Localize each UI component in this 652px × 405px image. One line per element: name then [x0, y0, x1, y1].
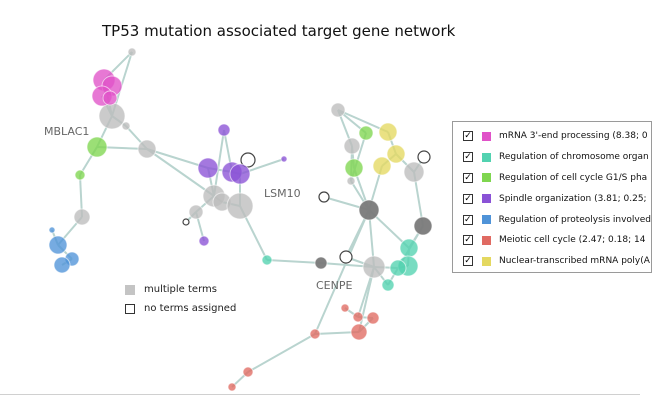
gene-node[interactable] — [413, 216, 433, 236]
term-checkbox[interactable]: ✓ — [463, 193, 473, 204]
term-label: Meiotic cell cycle (2.47; 0.18; 14 — [499, 235, 646, 246]
term-color-swatch — [482, 235, 491, 245]
term-label: Spindle organization (3.81; 0.25; — [499, 193, 647, 204]
gene-node[interactable] — [73, 208, 91, 226]
gene-node[interactable] — [137, 139, 157, 159]
gene-node[interactable] — [74, 169, 86, 181]
gene-node[interactable] — [198, 235, 210, 247]
gene-node[interactable] — [330, 102, 346, 118]
gene-node[interactable] — [381, 278, 395, 292]
gene-label-mblac1: MBLAC1 — [44, 125, 89, 138]
gene-node[interactable] — [403, 161, 425, 183]
gene-node[interactable] — [217, 123, 231, 137]
term-checkbox[interactable]: ✓ — [463, 235, 473, 246]
node-type-legend: multiple terms no terms assigned — [125, 280, 236, 318]
unassigned-gene-node[interactable] — [339, 250, 353, 264]
gene-node[interactable] — [98, 102, 126, 130]
term-checkbox[interactable]: ✓ — [463, 172, 473, 183]
bottom-divider — [0, 394, 640, 395]
gene-node[interactable] — [121, 121, 131, 131]
term-row[interactable]: ✓ mRNA 3'-end processing (8.38; 0 — [453, 126, 651, 147]
gene-node[interactable] — [280, 155, 288, 163]
term-row[interactable]: ✓ Regulation of chromosome organ — [453, 147, 651, 168]
term-color-swatch — [481, 215, 491, 225]
term-row[interactable]: ✓ Regulation of cell cycle G1/S pha — [453, 168, 651, 189]
term-row[interactable]: ✓ Regulation of proteolysis involved — [453, 209, 651, 230]
gene-label-cenpe: CENPE — [316, 279, 352, 292]
gene-node[interactable] — [346, 176, 356, 186]
gene-node[interactable] — [399, 238, 419, 258]
gene-node[interactable] — [352, 311, 364, 323]
gene-node[interactable] — [229, 163, 251, 185]
gene-node[interactable] — [197, 157, 219, 179]
term-checkbox[interactable]: ✓ — [463, 214, 473, 225]
gene-node[interactable] — [309, 328, 321, 340]
term-row[interactable]: ✓ Spindle organization (3.81; 0.25; — [453, 188, 651, 209]
term-label: mRNA 3'-end processing (8.38; 0 — [499, 131, 648, 142]
gene-node[interactable] — [314, 256, 328, 270]
term-color-swatch — [482, 152, 491, 162]
gene-node[interactable] — [362, 255, 386, 279]
unassigned-gene-node[interactable] — [417, 150, 431, 164]
unassigned-gene-node[interactable] — [318, 191, 330, 203]
gene-node[interactable] — [389, 259, 407, 277]
gene-node[interactable] — [366, 311, 380, 325]
term-label: Regulation of cell cycle G1/S pha — [499, 172, 648, 183]
gene-node[interactable] — [127, 47, 137, 57]
network-title: TP53 mutation associated target gene net… — [102, 22, 456, 40]
gene-node[interactable] — [358, 199, 380, 221]
gene-node[interactable] — [344, 158, 364, 178]
unassigned-gene-node[interactable] — [240, 152, 256, 168]
term-row[interactable]: ✓ Meiotic cell cycle (2.47; 0.18; 14 — [453, 230, 651, 251]
gene-node[interactable] — [350, 323, 368, 341]
unassigned-gene-node[interactable] — [182, 218, 190, 226]
gene-node[interactable] — [242, 366, 254, 378]
legend-no-terms: no terms assigned — [125, 299, 236, 318]
term-color-swatch — [482, 173, 491, 183]
gene-label-lsm10: LSM10 — [264, 187, 301, 200]
term-label: Regulation of chromosome organ — [499, 152, 649, 163]
gene-node[interactable] — [53, 256, 71, 274]
gene-node[interactable] — [48, 226, 56, 234]
gene-node[interactable] — [340, 303, 350, 313]
term-color-swatch — [482, 131, 491, 141]
node-layer[interactable] — [48, 47, 433, 392]
network-edge — [314, 209, 370, 335]
gene-node[interactable] — [386, 144, 406, 164]
term-color-swatch — [482, 256, 491, 266]
term-checkbox[interactable]: ✓ — [463, 152, 473, 163]
network-edge — [266, 259, 322, 264]
gene-node[interactable] — [343, 137, 361, 155]
gene-node[interactable] — [188, 204, 204, 220]
gene-node[interactable] — [358, 125, 374, 141]
multiple-terms-swatch — [125, 284, 135, 295]
term-label: Regulation of proteolysis involved — [498, 214, 651, 225]
legend-multiple-terms: multiple terms — [125, 280, 236, 299]
network-edge — [146, 148, 209, 169]
term-label: Nuclear-transcribed mRNA poly(A — [499, 256, 650, 267]
gene-node[interactable] — [48, 235, 68, 255]
no-terms-label: no terms assigned — [144, 303, 237, 314]
term-row[interactable]: ✓ Nuclear-transcribed mRNA poly(A — [453, 251, 651, 272]
gene-node[interactable] — [227, 382, 237, 392]
network-edge — [247, 333, 316, 373]
term-color-swatch — [482, 194, 491, 204]
term-legend-panel: ✓ mRNA 3'-end processing (8.38; 0 ✓ Regu… — [452, 121, 652, 273]
gene-node[interactable] — [86, 136, 108, 158]
network-edge — [146, 148, 215, 197]
gene-node[interactable] — [102, 90, 118, 106]
gene-node[interactable] — [372, 156, 392, 176]
gene-node[interactable] — [226, 192, 254, 220]
term-checkbox[interactable]: ✓ — [463, 256, 473, 267]
no-terms-swatch — [125, 303, 135, 314]
term-checkbox[interactable]: ✓ — [463, 131, 473, 142]
multiple-terms-label: multiple terms — [144, 284, 217, 295]
gene-node[interactable] — [261, 254, 273, 266]
gene-node[interactable] — [378, 122, 398, 142]
